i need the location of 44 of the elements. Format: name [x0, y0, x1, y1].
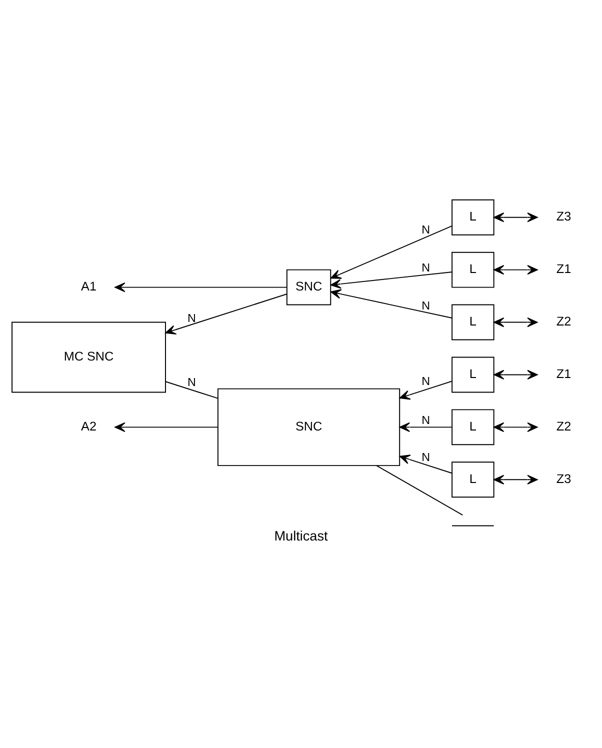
node-text: Z1 [556, 262, 572, 276]
node-text: Z2 [556, 419, 572, 434]
connector [165, 381, 218, 399]
edge-label: N [188, 312, 196, 325]
node-text: Z3 [556, 472, 572, 486]
caption: Multicast [274, 528, 328, 544]
arrow [330, 271, 452, 289]
node-box: L [452, 462, 494, 498]
node-box: L [452, 199, 494, 236]
arrow [494, 422, 538, 432]
arrow [494, 264, 538, 275]
node-bar [452, 525, 494, 526]
node-box: MC SNC [12, 322, 166, 393]
arrow [399, 422, 452, 432]
node-box: SNC [217, 388, 400, 466]
connector [376, 465, 464, 516]
node-box: L [452, 252, 494, 288]
node-box: L [452, 304, 494, 340]
arrow [114, 282, 288, 292]
edge-label: N [422, 299, 430, 312]
edge-label: N [422, 414, 430, 427]
arrow [494, 474, 538, 484]
arrow [494, 212, 538, 222]
node-text: A1 [81, 280, 96, 294]
node-box: SNC [286, 269, 332, 306]
arrow [494, 370, 538, 380]
arrow [330, 225, 452, 279]
edge-label: N [422, 223, 430, 236]
edge-label: N [422, 450, 430, 464]
arrow [399, 454, 452, 474]
arrow [399, 380, 452, 400]
arrow [330, 289, 452, 318]
edge-label: N [422, 261, 430, 274]
node-text: A2 [81, 419, 96, 434]
node-text: Z1 [556, 367, 572, 382]
arrow [114, 422, 218, 432]
edge-label: N [422, 375, 430, 388]
node-text: Z2 [556, 314, 572, 329]
arrow [165, 294, 288, 335]
node-box: L [452, 409, 494, 446]
edge-label: N [188, 376, 196, 389]
node-box: L [452, 356, 494, 393]
arrow [494, 317, 538, 328]
node-text: Z3 [556, 210, 572, 224]
